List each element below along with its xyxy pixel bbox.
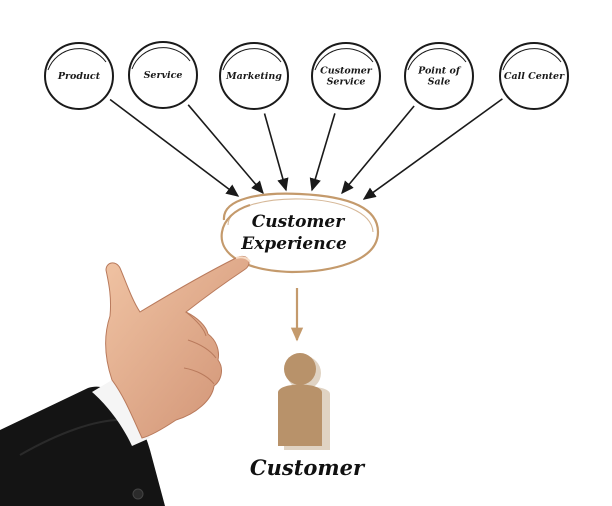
node-label: Call Center <box>504 71 565 82</box>
node-label: Service <box>144 70 183 81</box>
node-label: Point of <box>417 66 462 77</box>
node-6: Call Center <box>499 42 569 110</box>
node-circle <box>499 42 569 110</box>
node-label: Marketing <box>225 71 282 82</box>
arrow-3 <box>263 113 289 192</box>
node-circle-stroke <box>407 48 467 71</box>
node-3: Marketing <box>219 42 289 110</box>
node-circle-stroke <box>131 47 191 70</box>
experience-ellipse <box>220 192 380 274</box>
customer-label: Customer <box>250 455 366 480</box>
node-label: Customer <box>320 66 373 77</box>
arrow-4 <box>309 113 336 192</box>
node-circle <box>219 42 289 110</box>
arrow-1 <box>109 98 240 197</box>
node-1: Product <box>44 42 114 110</box>
hand-shape <box>105 256 250 439</box>
source-arrows <box>109 98 503 200</box>
arrow-2 <box>187 104 264 195</box>
experience-ellipse-inner <box>227 198 374 233</box>
node-circle <box>128 41 198 109</box>
node-circle-stroke <box>222 48 282 71</box>
pointing-hand-icon <box>0 256 251 506</box>
arrow-6 <box>362 98 503 200</box>
node-circle <box>44 42 114 110</box>
node-circle <box>404 42 474 110</box>
node-2: Service <box>128 41 198 109</box>
node-circle-stroke <box>47 48 107 71</box>
shirt-cuff <box>92 380 150 446</box>
experience-label-line-2: Experience <box>240 234 347 254</box>
node-label: Product <box>57 71 101 82</box>
person-icon <box>278 353 330 450</box>
node-label: Sale <box>428 77 451 88</box>
node-circle-stroke <box>314 48 374 71</box>
experience-label-line-1: Customer <box>252 212 345 232</box>
node-circle <box>311 42 381 110</box>
arrow-5 <box>341 105 415 195</box>
node-circle-stroke <box>502 48 562 71</box>
node-label: Service <box>327 77 366 88</box>
customer-experience-node: Customer Experience <box>220 192 380 274</box>
